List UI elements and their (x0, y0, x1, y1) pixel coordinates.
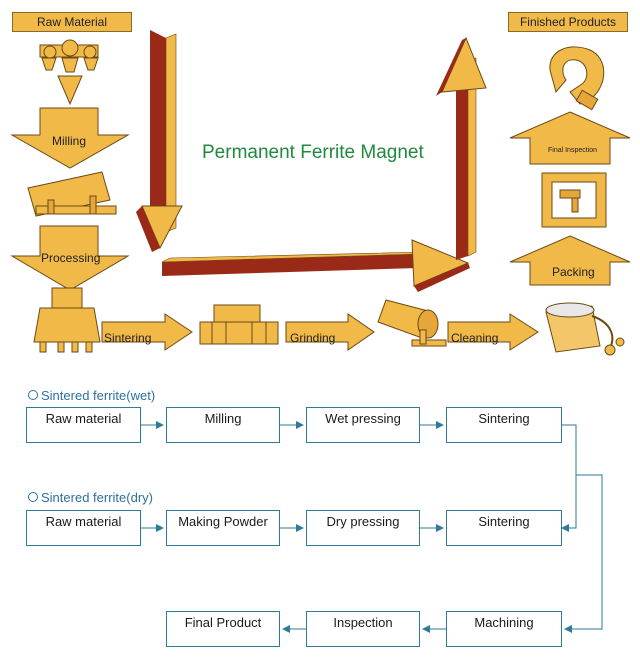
packing-arrow-icon (509, 235, 631, 286)
raw-material-label: Raw Material (36, 15, 108, 29)
final-step-final-product: Final Product (166, 611, 280, 647)
process-flow-big-arrow-icon (136, 30, 487, 292)
grinding-arrow-icon (285, 313, 375, 351)
wet-step-sintering: Sintering (446, 407, 562, 443)
cleaning-arrow-icon (447, 313, 539, 351)
sintering-label: Sintering (104, 331, 152, 345)
dry-step-making-powder: Making Powder (166, 510, 280, 546)
diagram-title: Permanent Ferrite Magnet (202, 142, 424, 163)
inspection-box-icon (541, 172, 607, 228)
final-inspection-arrow-icon (509, 111, 631, 165)
raw-material-tag: Raw Material (12, 12, 132, 32)
wet-process-label-text: Sintered ferrite(wet) (41, 388, 156, 403)
dry-step-raw-material: Raw material (26, 510, 141, 546)
milling-label: Milling (52, 134, 87, 148)
dry-step-dry-pressing: Dry pressing (306, 510, 420, 546)
final-step-machining: Machining (446, 611, 562, 647)
dry-process-label: Sintered ferrite(dry) (28, 490, 153, 505)
final-inspection-label: Final Inspection (548, 147, 598, 154)
dry-process-label-text: Sintered ferrite(dry) (41, 490, 153, 505)
grinding-label: Grinding (290, 331, 336, 345)
processing-arrow-icon (10, 225, 130, 291)
milling-arrow-icon (10, 107, 130, 169)
dry-step-sintering: Sintering (446, 510, 562, 546)
press-machine-icon (33, 287, 101, 353)
grinder-icon (377, 299, 447, 347)
processing-label: Processing (41, 251, 101, 265)
sintering-arrow-icon (101, 313, 193, 351)
finished-products-label: Finished Products (519, 15, 617, 29)
circle-bullet-icon (28, 390, 38, 400)
mill-machine-icon (27, 171, 117, 217)
cleaning-label: Cleaning (451, 331, 499, 345)
finished-products-tag: Finished Products (508, 12, 628, 32)
furnace-icon (199, 304, 279, 345)
wet-step-raw-material: Raw material (26, 407, 141, 443)
horseshoe-magnet-icon (549, 46, 605, 111)
wet-step-milling: Milling (166, 407, 280, 443)
wet-step-wet-pressing: Wet pressing (306, 407, 420, 443)
raw-material-hopper-icon (39, 39, 99, 106)
washing-bucket-icon (545, 302, 625, 356)
packing-label: Packing (552, 265, 595, 279)
final-step-inspection: Inspection (306, 611, 420, 647)
wet-process-label: Sintered ferrite(wet) (28, 388, 155, 403)
circle-bullet-icon (28, 492, 38, 502)
